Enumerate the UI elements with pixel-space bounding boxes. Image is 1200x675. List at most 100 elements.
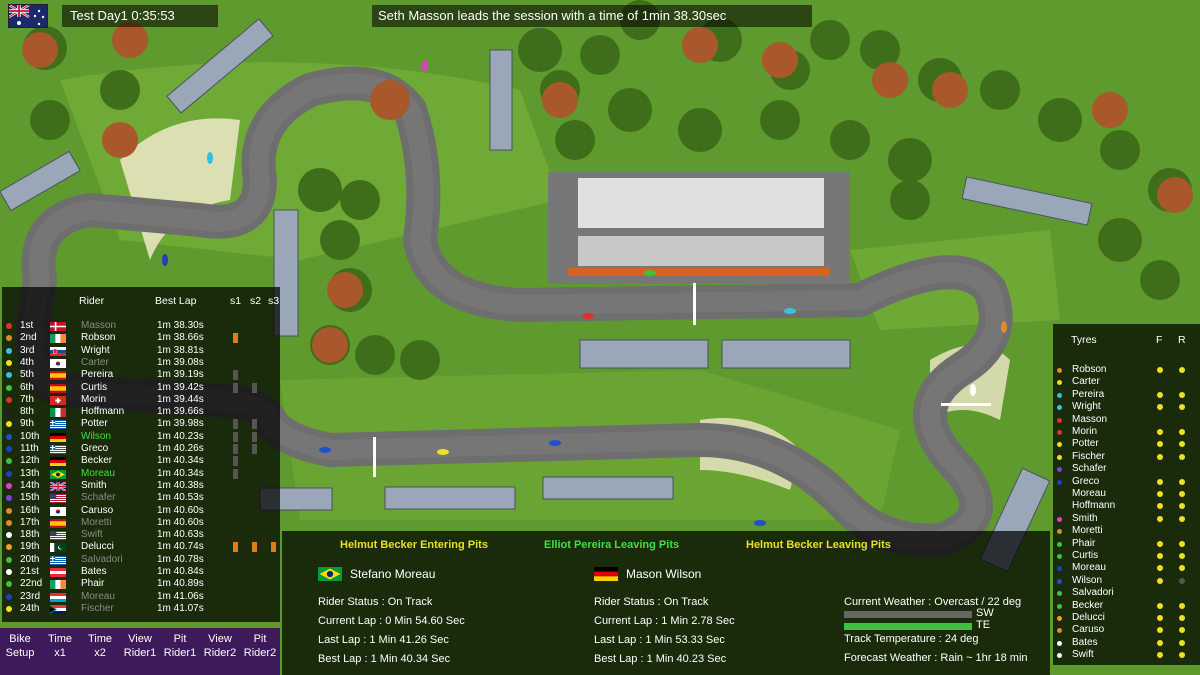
nation-flag-icon bbox=[50, 358, 66, 368]
rider-name: Moretti bbox=[1072, 525, 1103, 537]
position-label: 15th bbox=[20, 492, 40, 504]
tyre-row: Morin bbox=[1053, 426, 1200, 438]
rear-tyre-indicator bbox=[1179, 627, 1185, 634]
team-color-dot bbox=[6, 359, 12, 366]
rider-name: Moreau bbox=[1072, 488, 1106, 499]
tyre-row: Smith bbox=[1053, 513, 1200, 525]
tyre-row: Pereira bbox=[1053, 389, 1200, 401]
best-lap-time: 1m 40.60s bbox=[157, 516, 204, 528]
front-tyre-indicator bbox=[1157, 453, 1163, 460]
front-tyre-indicator bbox=[1157, 639, 1163, 646]
nation-flag-icon bbox=[50, 334, 66, 344]
sector-indicator bbox=[233, 431, 238, 442]
rider2-best-lap: Best Lap : 1 Min 40.23 Sec bbox=[594, 653, 727, 665]
rider-name: Pereira bbox=[1072, 388, 1105, 400]
nation-flag-icon bbox=[50, 432, 66, 442]
button-label-line1: Pit bbox=[253, 633, 267, 645]
rider-name: Greco bbox=[81, 443, 109, 454]
sector-indicator bbox=[233, 542, 238, 553]
position-label: 17th bbox=[20, 516, 40, 528]
front-tyre-indicator bbox=[1157, 391, 1163, 398]
rider-name: Fischer bbox=[1072, 450, 1105, 462]
best-lap-time: 1m 39.98s bbox=[157, 418, 204, 430]
team-color-dot bbox=[1057, 380, 1062, 386]
position-label: 3rd bbox=[20, 344, 35, 356]
rider-name: Phair bbox=[1072, 537, 1096, 549]
nation-flag-icon bbox=[50, 580, 66, 590]
button-label-line2: Rider1 bbox=[123, 647, 157, 659]
rear-tyre-indicator bbox=[1179, 404, 1185, 411]
rider-name: Wright bbox=[81, 344, 110, 356]
team-color-dot bbox=[1057, 392, 1062, 398]
nation-flag-icon bbox=[50, 555, 66, 565]
team-color-dot bbox=[6, 482, 12, 489]
rear-tyre-indicator bbox=[1179, 577, 1185, 584]
rear-tyre-indicator bbox=[1179, 503, 1185, 510]
rider2-status: Rider Status : On Track bbox=[594, 596, 709, 608]
event-message-2: Elliot Pereira Leaving Pits bbox=[544, 539, 680, 551]
rider1-last-lap: Last Lap : 1 Min 41.26 Sec bbox=[318, 634, 449, 646]
rider-name: Greco bbox=[1072, 475, 1100, 487]
rider-name: Moreau bbox=[81, 467, 115, 479]
rider2-flag-icon bbox=[594, 567, 618, 581]
team-color-dot bbox=[1057, 504, 1062, 510]
nation-flag-icon bbox=[50, 469, 66, 479]
sector-indicator bbox=[233, 333, 238, 344]
rear-tyre-indicator bbox=[1179, 553, 1185, 559]
team-color-dot bbox=[6, 532, 12, 539]
team-color-dot bbox=[1057, 653, 1062, 659]
rider-name: Salvadori bbox=[81, 553, 123, 565]
team-color-dot bbox=[1057, 405, 1062, 411]
tyre-row: Carter bbox=[1053, 376, 1200, 388]
team-color-dot bbox=[1057, 430, 1062, 435]
country-flag-icon bbox=[8, 4, 48, 28]
position-label: 22nd bbox=[20, 578, 43, 590]
rider1-flag-icon bbox=[318, 567, 342, 581]
tyre-row: Wilson bbox=[1053, 575, 1200, 587]
rider-name: Masson bbox=[81, 320, 117, 331]
nation-flag-icon bbox=[49, 481, 67, 492]
nation-flag-icon bbox=[50, 445, 66, 454]
team-color-dot bbox=[1057, 479, 1062, 485]
rider-name: Hoffmann bbox=[81, 406, 125, 418]
nation-flag-icon bbox=[50, 322, 66, 331]
best-lap-time: 1m 38.30s bbox=[157, 320, 204, 331]
position-label: 13th bbox=[20, 467, 40, 479]
best-lap-time: 1m 40.60s bbox=[157, 504, 204, 516]
position-label: 10th bbox=[20, 430, 40, 442]
